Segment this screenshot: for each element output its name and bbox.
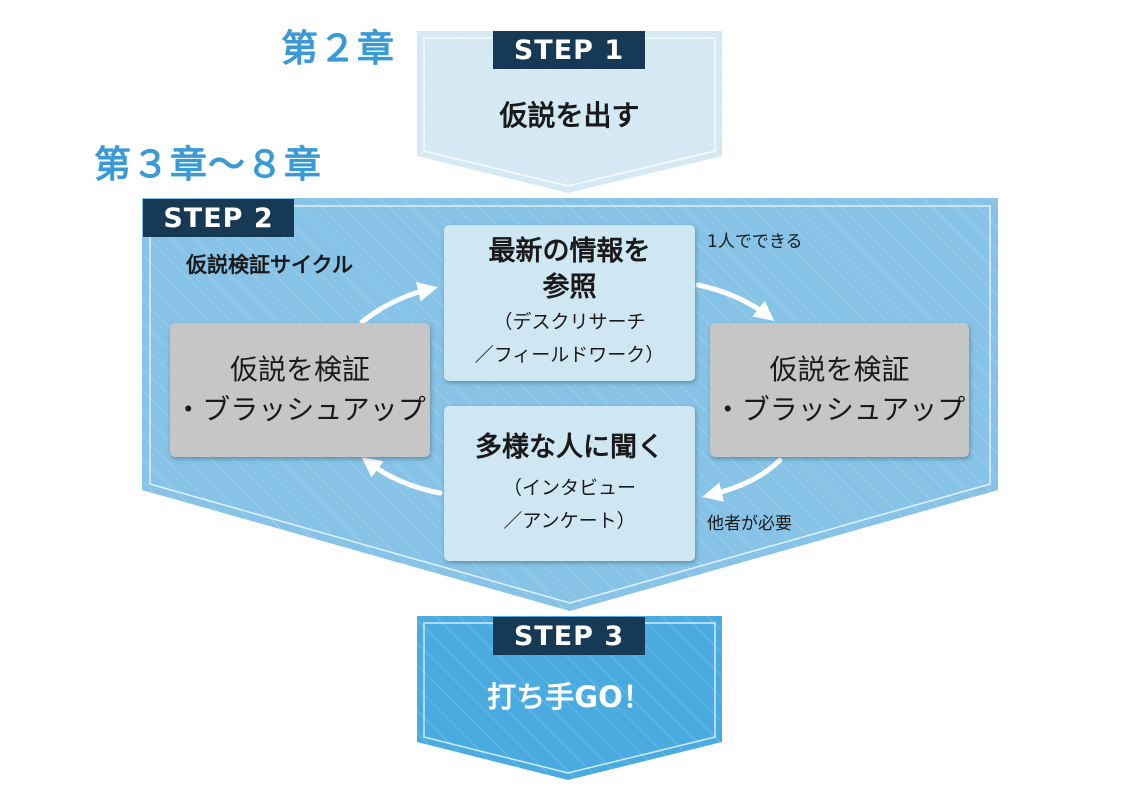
arrow-left-to-top bbox=[359, 282, 438, 325]
step1-shape bbox=[417, 31, 722, 193]
chapter-2-label: 第２章 bbox=[281, 27, 395, 70]
step3-shape bbox=[417, 616, 722, 780]
cycle-arrows bbox=[359, 282, 783, 502]
info-reference-box: 最新の情報を 参照 （デスクリサーチ ／フィールドワーク） bbox=[444, 225, 695, 381]
info-reference-sub-line2: ／フィールドワーク） bbox=[474, 344, 665, 366]
ask-people-title: 多様な人に聞く bbox=[475, 431, 664, 463]
verify-box-left: 仮説を検証 ・ブラッシュアップ bbox=[170, 323, 430, 457]
info-reference-title-line2: 参照 bbox=[542, 272, 597, 303]
step3-badge: STEP 3 bbox=[493, 617, 645, 655]
step3-title: 打ち手GO！ bbox=[487, 680, 652, 714]
chapter-3-8-label: 第３章〜８章 bbox=[94, 143, 322, 186]
info-reference-title-line1: 最新の情報を bbox=[488, 236, 651, 267]
info-reference-sub-line1: （デスクリサーチ bbox=[493, 311, 646, 333]
ask-people-sub-line1: （インタビュー bbox=[502, 476, 636, 499]
step1-badge: STEP 1 bbox=[493, 31, 645, 69]
note-others: 他者が必要 bbox=[707, 514, 792, 534]
verify-left-line1: 仮説を検証 bbox=[229, 353, 370, 386]
ask-people-sub-line2: ／アンケート） bbox=[503, 509, 636, 532]
arrow-bottom-to-left bbox=[361, 457, 443, 496]
note-solo: 1人でできる bbox=[707, 232, 803, 252]
arrow-right-to-bottom bbox=[702, 457, 783, 502]
step2-badge: STEP 2 bbox=[143, 199, 294, 237]
step2-title: 仮説検証サイクル bbox=[186, 253, 353, 277]
verify-box-right: 仮説を検証 ・ブラッシュアップ bbox=[710, 323, 969, 457]
verify-right-line2: ・ブラッシュアップ bbox=[713, 393, 966, 426]
arrow-top-to-right bbox=[695, 282, 775, 321]
step1-title: 仮説を出す bbox=[499, 99, 640, 132]
step2-shape bbox=[142, 198, 998, 611]
verify-left-line2: ・ブラッシュアップ bbox=[174, 393, 426, 426]
verify-right-line1: 仮説を検証 bbox=[769, 353, 910, 386]
ask-people-box: 多様な人に聞く （インタビュー ／アンケート） bbox=[444, 406, 695, 561]
